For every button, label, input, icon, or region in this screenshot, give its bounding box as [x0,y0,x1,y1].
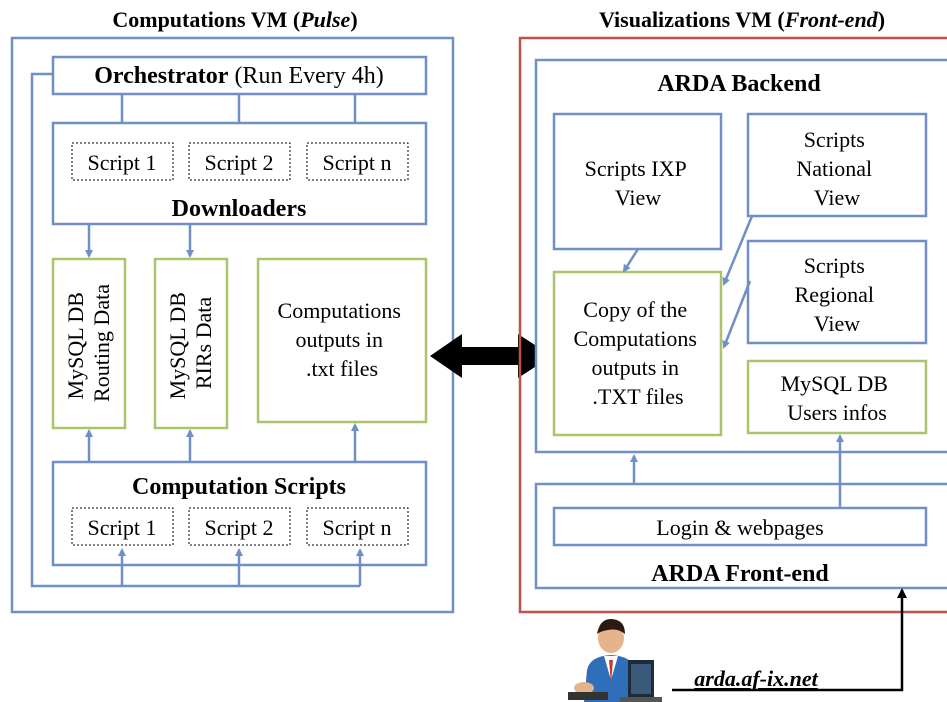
downloader-script-2 [188,142,291,181]
downloader-script-1 [71,142,174,181]
routing-db-label: MySQL DB Routing Data [63,284,114,402]
user-access-arrow [672,588,907,692]
arda-frontend-label: ARDA Front-end [651,561,829,587]
orchestrator-box [51,55,428,96]
computation-script-n-label: Script n [322,515,391,540]
computation-script-1 [71,507,174,546]
arrow-national-copy [722,215,754,286]
computations-outputs-label: Computations outputs in .txt files [278,298,407,381]
orchestrator-label: Orchestrator (Run Every 4h) [94,63,383,89]
downloaders-label: Downloaders [172,196,307,222]
computations-outputs-box [256,257,428,424]
downloader-script-n [306,142,409,181]
copy-outputs-box [552,270,723,437]
url-label[interactable]: arda.af-ix.net [694,666,818,691]
arrow-regional-copy [722,280,752,349]
arda-backend-label: ARDA Backend [657,71,821,97]
login-webpages-box [552,506,928,547]
ixp-view-box [552,112,723,251]
national-view-label: Scripts National View [796,127,877,210]
copy-outputs-label: Copy of the Computations outputs in .TXT… [574,297,703,409]
downloader-script-2-label: Script 2 [204,150,273,175]
downloader-script-n-label: Script n [322,150,391,175]
national-view-box [746,112,928,218]
routing-db-box [51,257,127,430]
regional-view-label: Scripts Regional View [795,253,880,336]
computation-scripts-label: Computation Scripts [132,474,346,500]
orchestrator-loop-line [30,72,360,588]
computations-vm-container [10,36,455,614]
computation-script-n [306,507,409,546]
rirs-db-box [153,257,229,430]
sync-double-arrow [430,334,552,378]
computations-vm-title: Computations VM (Pulse) [112,7,357,32]
visualizations-vm-title: Visualizations VM (Front-end) [599,7,885,32]
users-db-label: MySQL DB Users infos [781,371,894,425]
login-webpages-label: Login & webpages [656,515,823,540]
computation-script-1-label: Script 1 [87,515,156,540]
visualizations-vm-container [518,36,947,614]
regional-view-box [746,239,928,345]
downloader-script-1-label: Script 1 [87,150,156,175]
arrow-ixp-copy [622,248,640,273]
rirs-db-label: MySQL DB RIRs Data [165,287,216,400]
computation-script-2-label: Script 2 [204,515,273,540]
ixp-view-label: Scripts IXP View [585,156,692,210]
user-at-computer-icon [568,618,662,702]
computation-script-2 [188,507,291,546]
users-db-box [746,359,928,435]
